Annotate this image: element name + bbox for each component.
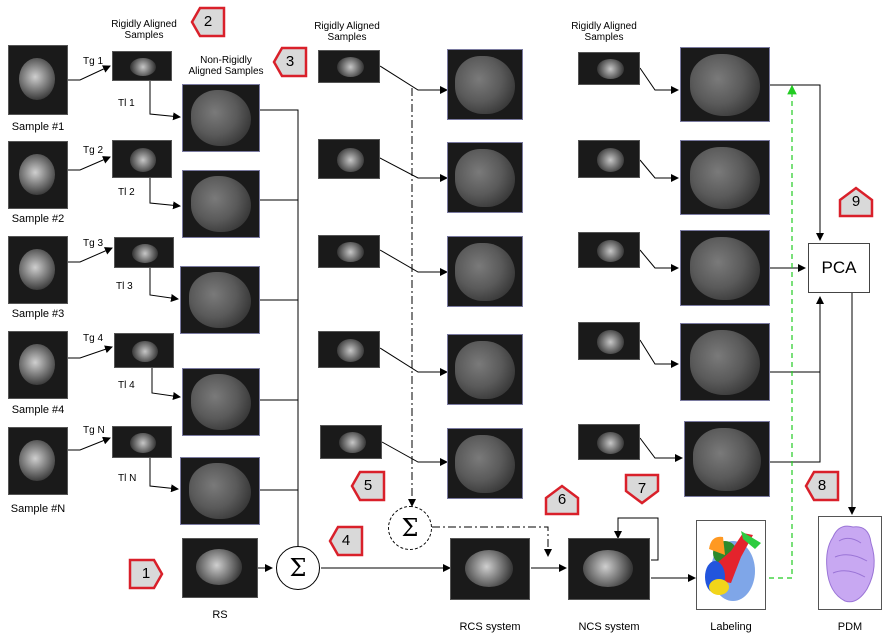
labeling-model-image bbox=[696, 520, 766, 610]
tg-label-1: Tg 1 bbox=[83, 56, 104, 67]
step-badge-2: 2 bbox=[190, 6, 226, 38]
tg-label-3: Tg 3 bbox=[83, 238, 104, 249]
col2-rigid-thumb-2 bbox=[318, 139, 380, 179]
rigid-thumb-2 bbox=[112, 140, 172, 178]
labeling-caption: Labeling bbox=[710, 621, 752, 633]
rigid-thumb-n bbox=[112, 426, 172, 458]
col3-aligned-image-1 bbox=[680, 47, 770, 122]
rigid-thumb-3 bbox=[114, 237, 174, 268]
sample-label-4: Sample #4 bbox=[11, 404, 65, 416]
tg-label-n: Tg N bbox=[83, 425, 105, 436]
col2-aligned-image-3 bbox=[447, 236, 523, 307]
col3-aligned-image-4 bbox=[680, 323, 770, 401]
step-badge-4: 4 bbox=[328, 525, 364, 557]
col2-rigid-thumb-1 bbox=[318, 50, 380, 83]
sum-node-dashed: Σ bbox=[388, 506, 432, 550]
step-badge-7: 7 bbox=[624, 473, 660, 505]
nonrigid-image-1 bbox=[182, 84, 260, 152]
col2-rigid-thumb-3 bbox=[318, 235, 380, 268]
nonrigid-image-2 bbox=[182, 170, 260, 238]
sample-image-1 bbox=[8, 45, 68, 115]
sample-label-3: Sample #3 bbox=[11, 308, 65, 320]
sample-image-2 bbox=[8, 141, 68, 209]
pdm-model-image bbox=[818, 516, 882, 610]
tl-label-2: Tl 2 bbox=[118, 187, 135, 198]
step-badge-5: 5 bbox=[350, 470, 386, 502]
col3-rigid-thumb-4 bbox=[578, 322, 640, 360]
sample-image-n bbox=[8, 427, 68, 495]
rcs-image bbox=[450, 538, 530, 600]
rcs-caption: RCS system bbox=[459, 621, 521, 633]
ncs-image bbox=[568, 538, 650, 600]
step-badge-6: 6 bbox=[544, 484, 580, 516]
step-badge-8: 8 bbox=[804, 470, 840, 502]
col2-aligned-image-1 bbox=[447, 49, 523, 120]
pca-box: PCA bbox=[808, 243, 870, 293]
tl-label-n: Tl N bbox=[118, 473, 137, 484]
sample-image-4 bbox=[8, 331, 68, 399]
rs-image bbox=[182, 538, 258, 598]
col3-rigid-thumb-n bbox=[578, 424, 640, 460]
sample-image-3 bbox=[8, 236, 68, 304]
col2-rigid-thumb-n bbox=[320, 425, 382, 459]
tg-label-4: Tg 4 bbox=[83, 333, 104, 344]
step-badge-3: 3 bbox=[272, 46, 308, 78]
col3-aligned-image-3 bbox=[680, 230, 770, 306]
col3-aligned-image-2 bbox=[680, 140, 770, 215]
col2-aligned-image-4 bbox=[447, 334, 523, 405]
sample-label-n: Sample #N bbox=[10, 503, 66, 515]
tl-label-3: Tl 3 bbox=[116, 281, 133, 292]
pdm-caption: PDM bbox=[837, 621, 863, 633]
col2-aligned-image-2 bbox=[447, 142, 523, 213]
sum-node: Σ bbox=[276, 546, 320, 590]
col3-rigid-thumb-3 bbox=[578, 232, 640, 268]
col3-aligned-image-n bbox=[684, 421, 770, 497]
nonrigid-image-n bbox=[180, 457, 260, 525]
tl-label-4: Tl 4 bbox=[118, 380, 135, 391]
sample-label-1: Sample #1 bbox=[11, 121, 65, 133]
col2-aligned-image-n bbox=[447, 428, 523, 499]
nonrigid-image-3 bbox=[180, 266, 260, 334]
step-badge-9: 9 bbox=[838, 186, 874, 218]
step-badge-1: 1 bbox=[128, 558, 164, 590]
sample-label-2: Sample #2 bbox=[11, 213, 65, 225]
col2-rigid-thumb-4 bbox=[318, 331, 380, 368]
rigid-thumb-1 bbox=[112, 51, 172, 81]
tl-label-1: Tl 1 bbox=[118, 98, 135, 109]
ncs-caption: NCS system bbox=[578, 621, 640, 633]
tg-label-2: Tg 2 bbox=[83, 145, 104, 156]
rigid-thumb-4 bbox=[114, 333, 174, 368]
nonrigid-image-4 bbox=[182, 368, 260, 436]
col3-rigid-thumb-1 bbox=[578, 52, 640, 85]
rs-caption: RS bbox=[212, 609, 228, 621]
col3-rigid-thumb-2 bbox=[578, 140, 640, 178]
